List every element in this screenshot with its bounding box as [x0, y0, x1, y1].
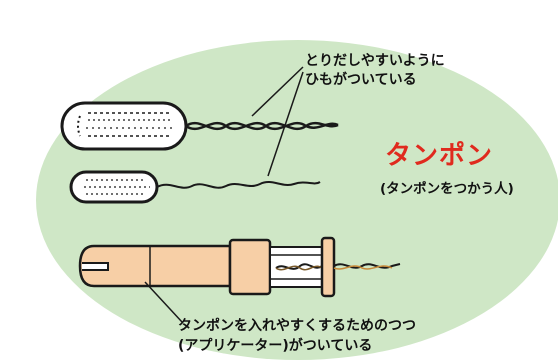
tampon-large-icon: [60, 101, 339, 151]
tampon-small-icon: [69, 170, 321, 204]
applicator-callout-line2: (アプリケーター)がついている: [178, 338, 373, 354]
string-callout: とりだしやすいように ひもがついている: [305, 52, 445, 90]
applicator-callout-line1: タンポンを入れやすくするためのつつ: [178, 318, 416, 334]
callout-leader-bottom: [144, 281, 183, 323]
string-callout-line1: とりだしやすいように: [305, 53, 445, 69]
diagram-subtitle: (タンポンをつかう人): [380, 181, 514, 197]
applicator-callout: タンポンを入れやすくするためのつつ (アプリケーター)がついている: [178, 316, 416, 356]
callout-leader-top: [251, 66, 304, 177]
diagram-title: タンポン: [385, 141, 494, 171]
string-callout-line2: ひもがついている: [305, 72, 417, 88]
applicator-icon: [78, 236, 401, 298]
